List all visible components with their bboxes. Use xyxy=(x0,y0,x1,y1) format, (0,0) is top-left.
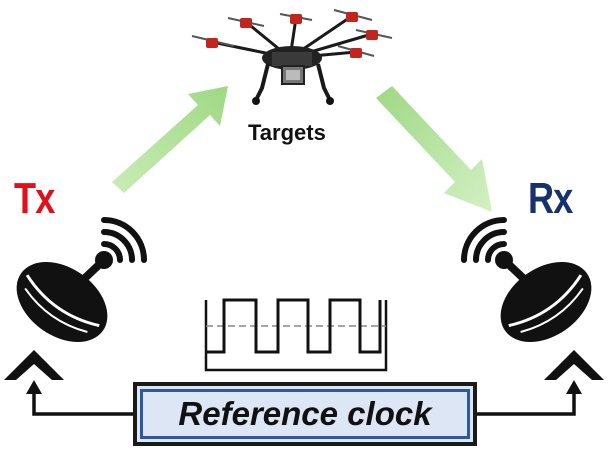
tx-clock-arrowhead xyxy=(26,380,42,394)
rx-clock-arrowhead xyxy=(566,380,582,394)
tx-to-target-arrow xyxy=(112,86,228,193)
reference-clock-label: Reference clock xyxy=(178,395,432,432)
reference-clock-box: Reference clock xyxy=(133,382,477,446)
drone-icon xyxy=(191,9,393,105)
tx-dish-icon xyxy=(4,217,147,380)
clock-distribution-lines xyxy=(32,392,576,416)
rx-dish-icon xyxy=(461,217,604,380)
tx-label: Tx xyxy=(14,174,55,223)
square-wave-icon xyxy=(204,298,388,372)
rx-label: Rx xyxy=(528,174,573,223)
target-to-rx-arrow xyxy=(376,86,492,212)
targets-label: Targets xyxy=(248,120,326,145)
